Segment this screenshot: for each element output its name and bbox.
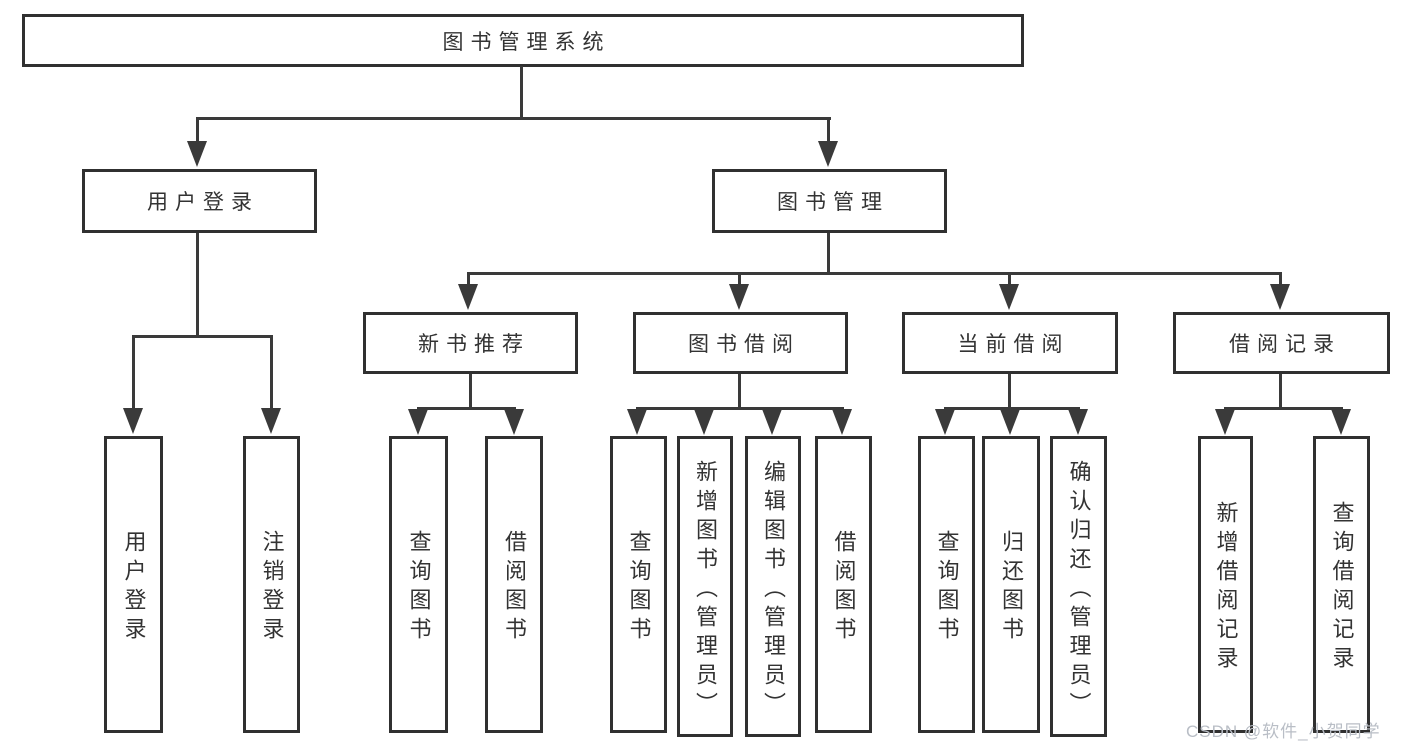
arrow-down-icon [458,284,478,310]
connector-drop-book-management [827,117,830,144]
connector-bb-rail [636,407,844,410]
leaf-edit-book-admin: 编辑图书（管理员） [745,436,801,737]
connector-root-rail [197,117,831,120]
connector-br-stem [1279,374,1282,410]
connector-userlogin-stem [196,233,199,335]
csdn-watermark: CSDN @软件_小贺同学 [1186,722,1381,741]
arrow-down-icon [1000,409,1020,435]
leaf-add-book-admin: 新增图书（管理员） [677,436,733,737]
connector-drop-level3 [738,272,741,286]
arrow-down-icon [935,409,955,435]
connector-bookmgmt-rail [467,272,1282,275]
connector-root-stem [520,66,523,119]
connector-bookmgmt-stem [827,233,830,274]
arrow-down-icon [818,141,838,167]
leaf-return-book: 归还图书 [982,436,1040,733]
arrow-down-icon [123,408,143,434]
arrow-down-icon [1270,284,1290,310]
arrow-down-icon [762,409,782,435]
arrow-down-icon [1068,409,1088,435]
connector-drop-leaf [132,335,135,410]
leaf-query-book-3: 查询图书 [918,436,975,733]
arrow-down-icon [999,284,1019,310]
connector-drop-level3 [1279,272,1282,286]
connector-drop-level3 [467,272,470,286]
node-user-login: 用户登录 [82,169,317,233]
node-root: 图书管理系统 [22,14,1024,67]
arrow-down-icon [504,409,524,435]
node-current-borrow: 当前借阅 [902,312,1118,374]
arrow-down-icon [261,408,281,434]
arrow-down-icon [729,284,749,310]
connector-bb-stem [738,374,741,410]
connector-drop-user-login [196,117,199,144]
arrow-down-icon [187,141,207,167]
arrow-down-icon [408,409,428,435]
connector-userlogin-rail [132,335,273,338]
leaf-borrow-book-1: 借阅图书 [485,436,543,733]
arrow-down-icon [1331,409,1351,435]
arrow-down-icon [694,409,714,435]
node-borrow-record: 借阅记录 [1173,312,1390,374]
leaf-query-book-2: 查询图书 [610,436,667,733]
arrow-down-icon [627,409,647,435]
leaf-confirm-return-admin: 确认归还（管理员） [1050,436,1107,737]
connector-cb-rail [944,407,1080,410]
node-book-borrow: 图书借阅 [633,312,848,374]
leaf-user-login: 用户登录 [104,436,163,733]
connector-br-rail [1224,407,1343,410]
arrow-down-icon [1215,409,1235,435]
connector-drop-leaf [270,335,273,410]
leaf-query-book-1: 查询图书 [389,436,448,733]
connector-nbr-rail [417,407,516,410]
arrow-down-icon [832,409,852,435]
connector-nbr-stem [469,374,472,410]
connector-cb-stem [1008,374,1011,410]
node-book-management: 图书管理 [712,169,947,233]
leaf-query-borrow-record: 查询借阅记录 [1313,436,1370,733]
leaf-add-borrow-record: 新增借阅记录 [1198,436,1253,733]
leaf-borrow-book-2: 借阅图书 [815,436,872,733]
connector-drop-level3 [1008,272,1011,286]
node-new-book-recommend: 新书推荐 [363,312,578,374]
leaf-logout-login: 注销登录 [243,436,300,733]
